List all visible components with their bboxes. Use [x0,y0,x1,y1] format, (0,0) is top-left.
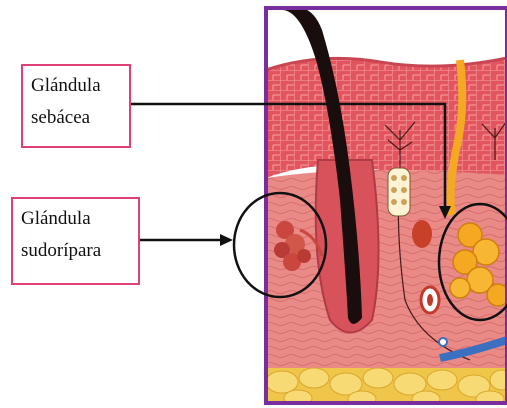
label-sebaceous-line2: sebácea [31,102,121,134]
skin-illustration [266,7,507,407]
label-sebaceous-gland: Glándula sebácea [21,64,131,148]
label-sweat-line1: Glándula [21,203,130,235]
label-sebaceous-line1: Glándula [31,70,121,102]
arrow-sweat [140,234,233,246]
label-sweat-gland: Glándula sudorípara [11,197,140,285]
epidermis [266,58,507,178]
corpuscle [388,168,410,216]
blood-vessel [412,220,432,248]
label-sweat-line2: sudorípara [21,235,130,267]
